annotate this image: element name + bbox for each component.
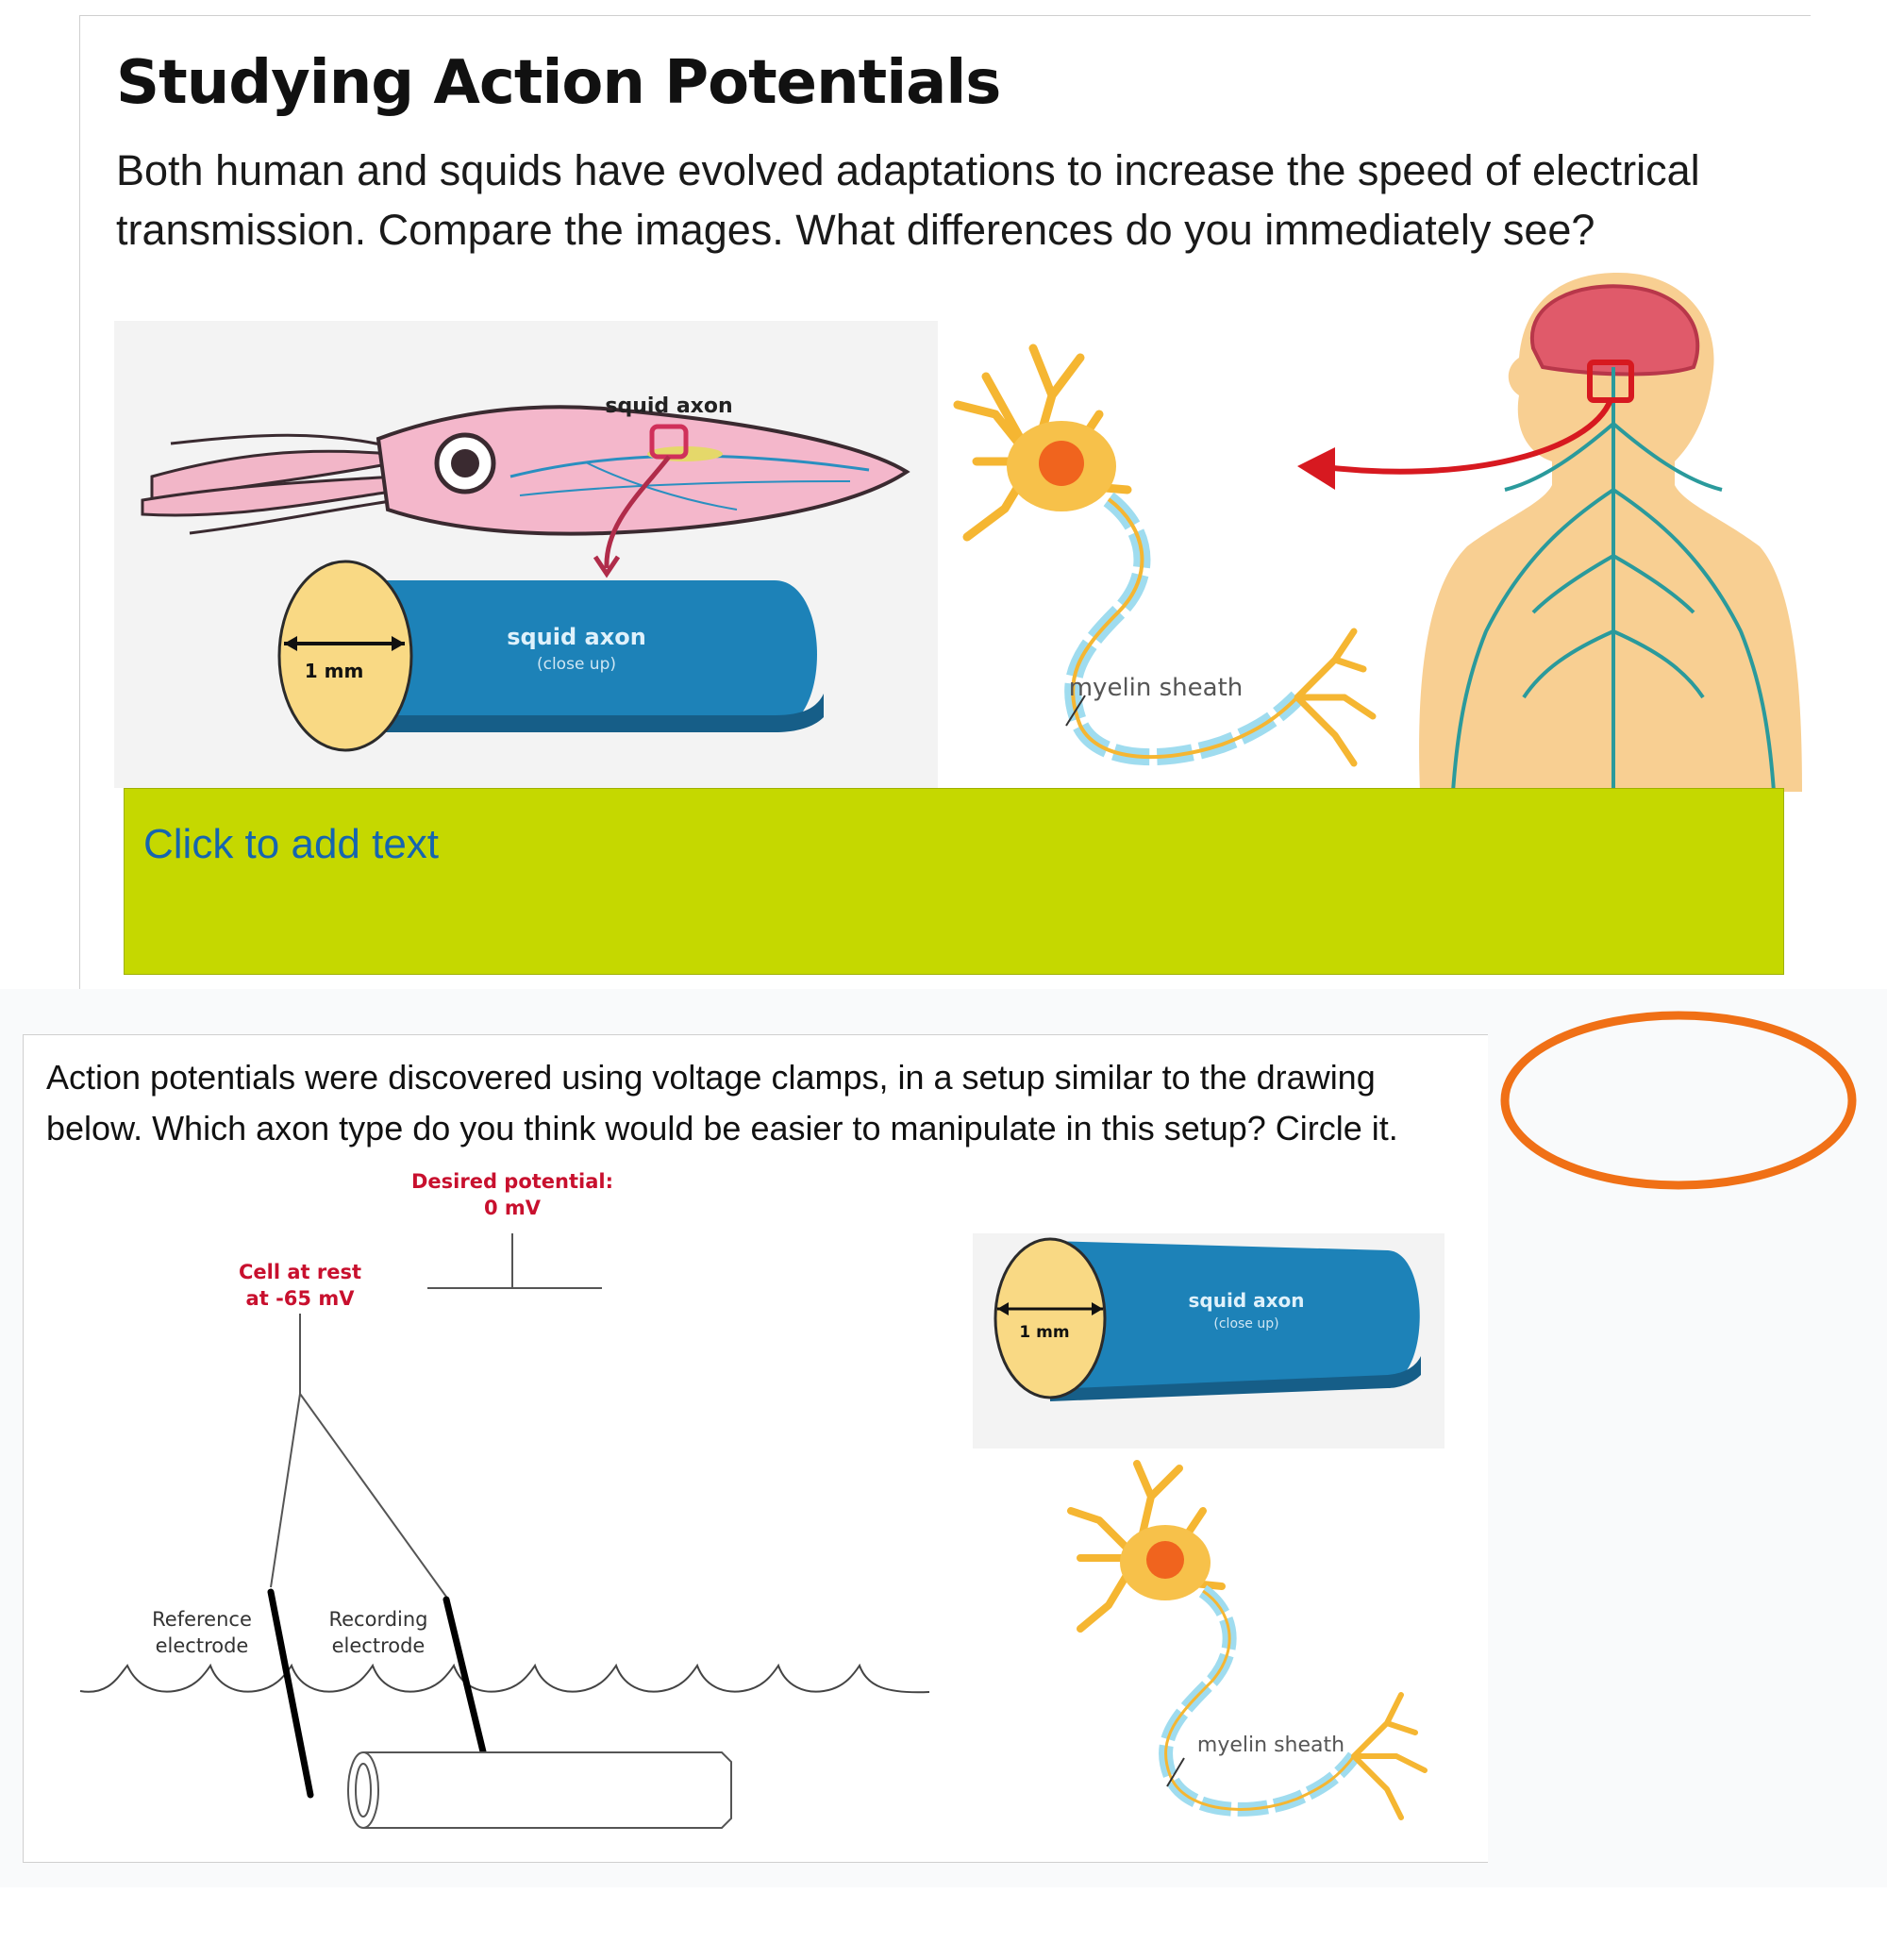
rest-label: Cell at rest xyxy=(239,1261,361,1283)
option-myelin-label: myelin sheath xyxy=(1197,1734,1344,1757)
desired-potential-value: 0 mV xyxy=(484,1197,542,1219)
question-paragraph: Action potentials were discovered using … xyxy=(46,1058,1398,1148)
orange-ellipse[interactable] xyxy=(1500,1011,1857,1190)
reference-electrode-label-2: electrode xyxy=(156,1634,249,1657)
squid-axon-figure[interactable]: squid axon 1 mm squid axon (close up) xyxy=(114,321,938,788)
axon-close-up-label: squid axon xyxy=(507,624,646,650)
myelin-sheath-label: myelin sheath xyxy=(1069,674,1244,702)
diameter-label: 1 mm xyxy=(305,660,364,682)
textbox-placeholder[interactable]: Click to add text xyxy=(143,821,440,867)
slide-voltage-clamp-question: Action potentials were discovered using … xyxy=(23,1034,1488,1863)
slide-title: Studying Action Potentials xyxy=(116,48,1001,118)
rest-value: at -65 mV xyxy=(246,1287,356,1310)
myelinated-neuron-option[interactable]: myelin sheath xyxy=(1061,1454,1458,1851)
desired-potential-label: Desired potential: xyxy=(411,1170,613,1193)
bath-surface xyxy=(79,1663,930,1694)
option-axon-sublabel: (close up) xyxy=(1213,1316,1278,1332)
answer-text-box[interactable]: Click to add text xyxy=(124,788,1784,975)
human-body-drawing xyxy=(1297,273,1802,792)
slide-study-action-potentials: Studying Action Potentials Both human an… xyxy=(79,15,1811,990)
reference-electrode-label-1: Reference xyxy=(152,1608,252,1631)
reference-electrode xyxy=(267,1588,314,1799)
voltage-clamp-diagram: Desired potential: 0 mV Cell at rest at … xyxy=(79,1170,930,1829)
intro-paragraph: Both human and squids have evolved adapt… xyxy=(116,146,1700,254)
axon-close-up-sublabel: (close up) xyxy=(537,655,616,674)
option-diameter-label: 1 mm xyxy=(1019,1323,1069,1342)
neuron-drawing-option xyxy=(1067,1460,1428,1820)
circle-annotation[interactable] xyxy=(1498,1008,1859,1193)
axon-cylinder-option xyxy=(994,1237,1421,1401)
recording-electrode-label-1: Recording xyxy=(328,1608,427,1631)
human-nervous-system-figure[interactable]: myelin sheath xyxy=(939,273,1807,792)
option-axon-label: squid axon xyxy=(1189,1289,1305,1312)
squid-drawing xyxy=(141,405,910,578)
axon-tube xyxy=(347,1751,732,1829)
squid-axon-label: squid axon xyxy=(605,394,732,418)
clamp-wires xyxy=(270,1233,602,1598)
neuron-drawing xyxy=(953,343,1377,767)
axon-cylinder xyxy=(277,560,824,752)
recording-electrode xyxy=(443,1596,492,1775)
recording-electrode-label-2: electrode xyxy=(332,1634,426,1657)
squid-axon-option[interactable]: 1 mm squid axon (close up) xyxy=(973,1233,1444,1449)
